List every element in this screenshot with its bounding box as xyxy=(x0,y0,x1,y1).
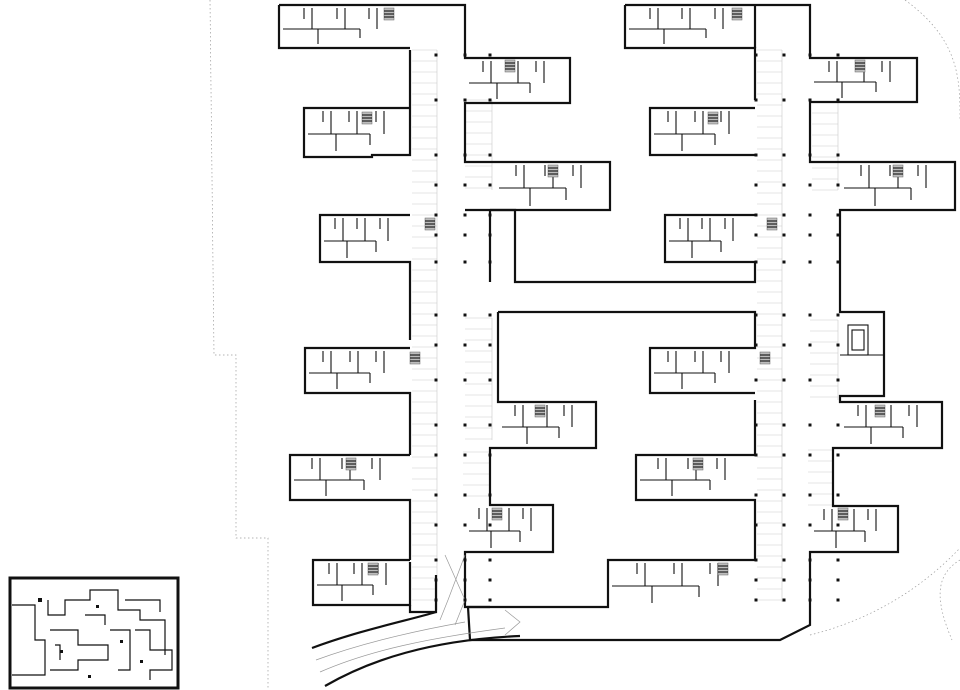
entrance-ramp xyxy=(311,554,521,687)
stair-cores xyxy=(345,7,904,576)
left-wing-walls xyxy=(277,3,957,642)
structural-columns xyxy=(434,53,840,602)
service-rooms xyxy=(840,324,884,356)
room-partitions xyxy=(283,8,927,603)
parking-stalls xyxy=(412,49,839,610)
floor-plan-keymap-icon xyxy=(8,576,180,690)
